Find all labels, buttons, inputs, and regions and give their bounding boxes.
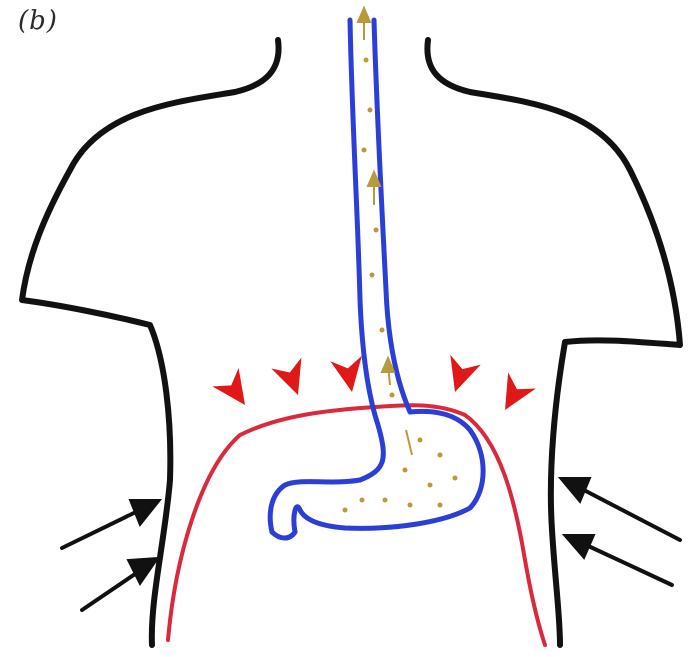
black-arrow-right-lower xyxy=(564,535,672,585)
reflux-arrow-shaft xyxy=(406,430,412,455)
torso-left-outline xyxy=(22,40,279,645)
diaphragm-line xyxy=(168,405,545,645)
particle xyxy=(383,498,388,503)
particle xyxy=(438,503,443,508)
particle xyxy=(390,393,395,398)
black-arrow-left-upper xyxy=(62,500,160,548)
black-arrow-right-upper xyxy=(560,478,680,540)
black-arrow-left-lower xyxy=(82,558,158,610)
particle xyxy=(453,476,458,481)
particle xyxy=(368,108,373,113)
particle xyxy=(403,468,408,473)
red-arrow xyxy=(491,373,536,418)
red-arrow xyxy=(330,356,367,395)
red-arrow xyxy=(440,355,481,397)
esophagus-stomach xyxy=(270,20,483,538)
esophagus-right-wall xyxy=(294,20,483,532)
particle xyxy=(374,228,379,233)
particle xyxy=(370,273,375,278)
stomach-bottom xyxy=(272,532,295,538)
torso-right-outline xyxy=(427,40,680,645)
particle xyxy=(343,508,348,513)
particle xyxy=(428,483,433,488)
esophagus-left-wall xyxy=(270,20,383,532)
red-arrow xyxy=(271,358,313,401)
red-arrow xyxy=(212,368,258,414)
particle xyxy=(364,58,369,63)
particle xyxy=(408,503,413,508)
reflux-arrow-head xyxy=(358,8,370,22)
particle xyxy=(418,438,423,443)
particle xyxy=(380,328,385,333)
particle xyxy=(360,498,365,503)
particle xyxy=(438,453,443,458)
particle xyxy=(362,148,367,153)
